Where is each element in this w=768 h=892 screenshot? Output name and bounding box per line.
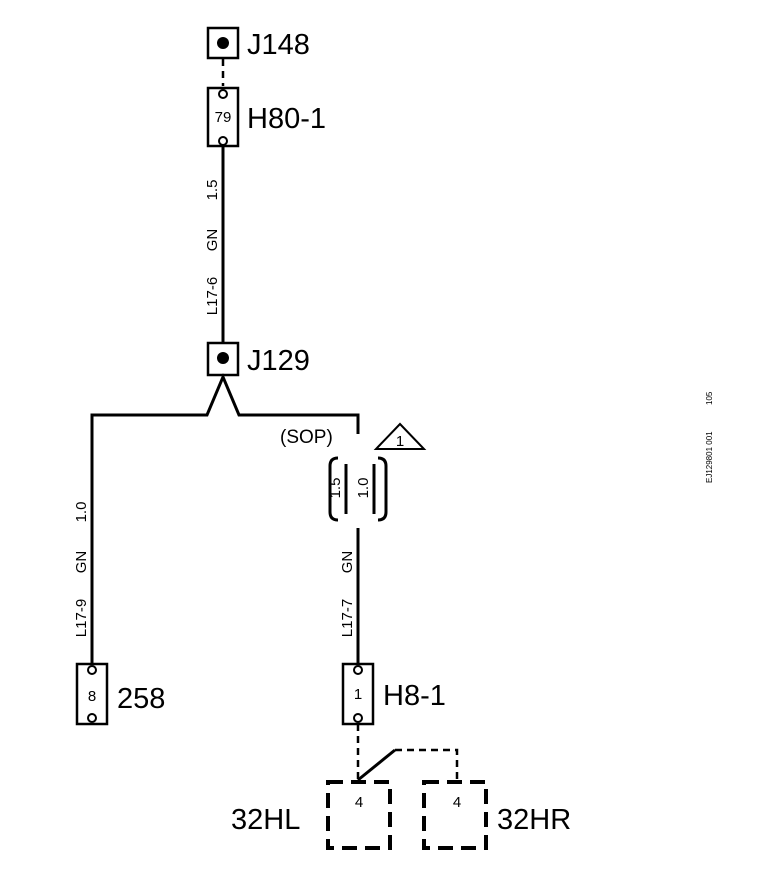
wire-l17-7: GN L17-7 [339, 528, 360, 664]
connector-258-pin: 8 [88, 688, 96, 705]
wire-l17-6: 1.5 GN L17-6 [204, 145, 225, 343]
drawing-code-id: EJ129801 001 [705, 431, 714, 483]
branch-wires [90, 373, 360, 640]
connector-h8-1-label: H8-1 [383, 680, 446, 712]
splice-j148: J148 [206, 26, 310, 61]
component-32hr-pin: 4 [453, 794, 461, 811]
connector-h80-1-label: H80-1 [247, 103, 326, 135]
connector-h80-1: 79 H80-1 [206, 86, 326, 148]
wire-size-option-a: 1.5 [327, 478, 344, 499]
splice-j129-label: J129 [247, 345, 310, 377]
note-number: 1 [396, 433, 404, 450]
wire-l17-6-color: GN [204, 229, 221, 252]
component-32hr-label: 32HR [497, 804, 571, 836]
wire-l17-6-size: 1.5 [204, 180, 221, 201]
wire-l17-7-id: L17-7 [339, 599, 356, 637]
connector-258: 8 258 [75, 640, 165, 726]
connector-258-label: 258 [117, 683, 165, 715]
component-32hl-label: 32HL [231, 804, 300, 836]
wire-l17-9-size: 1.0 [73, 502, 90, 523]
connector-h80-1-pin: 79 [215, 109, 232, 126]
splice-j148-label: J148 [247, 29, 310, 61]
component-32hr: 4 32HR [422, 780, 571, 850]
connector-h8-1: 1 H8-1 [341, 662, 446, 726]
wire-l17-9-color: GN [73, 551, 90, 574]
sop-label: (SOP) [280, 427, 333, 448]
drawing-code: EJ129801 001 105 [705, 391, 714, 483]
note-triangle-icon [373, 422, 427, 450]
component-links [356, 724, 459, 782]
wire-l17-9-labels: 1.0 GN L17-9 [73, 502, 90, 638]
wire-l17-6-id: L17-6 [204, 277, 221, 315]
drawing-code-number: 105 [705, 391, 714, 405]
splice-j129: J129 [206, 341, 310, 377]
wire-l17-9-id: L17-9 [73, 599, 90, 637]
component-32hl-pin: 4 [355, 794, 363, 811]
wire-size-option-b: 1.0 [355, 478, 372, 499]
connector-h8-1-pin: 1 [354, 686, 362, 703]
wire-l17-7-color: GN [339, 551, 356, 574]
sop-variant: (SOP) 1 1.5 1.0 [280, 422, 427, 522]
component-32hl: 4 32HL [231, 780, 392, 850]
